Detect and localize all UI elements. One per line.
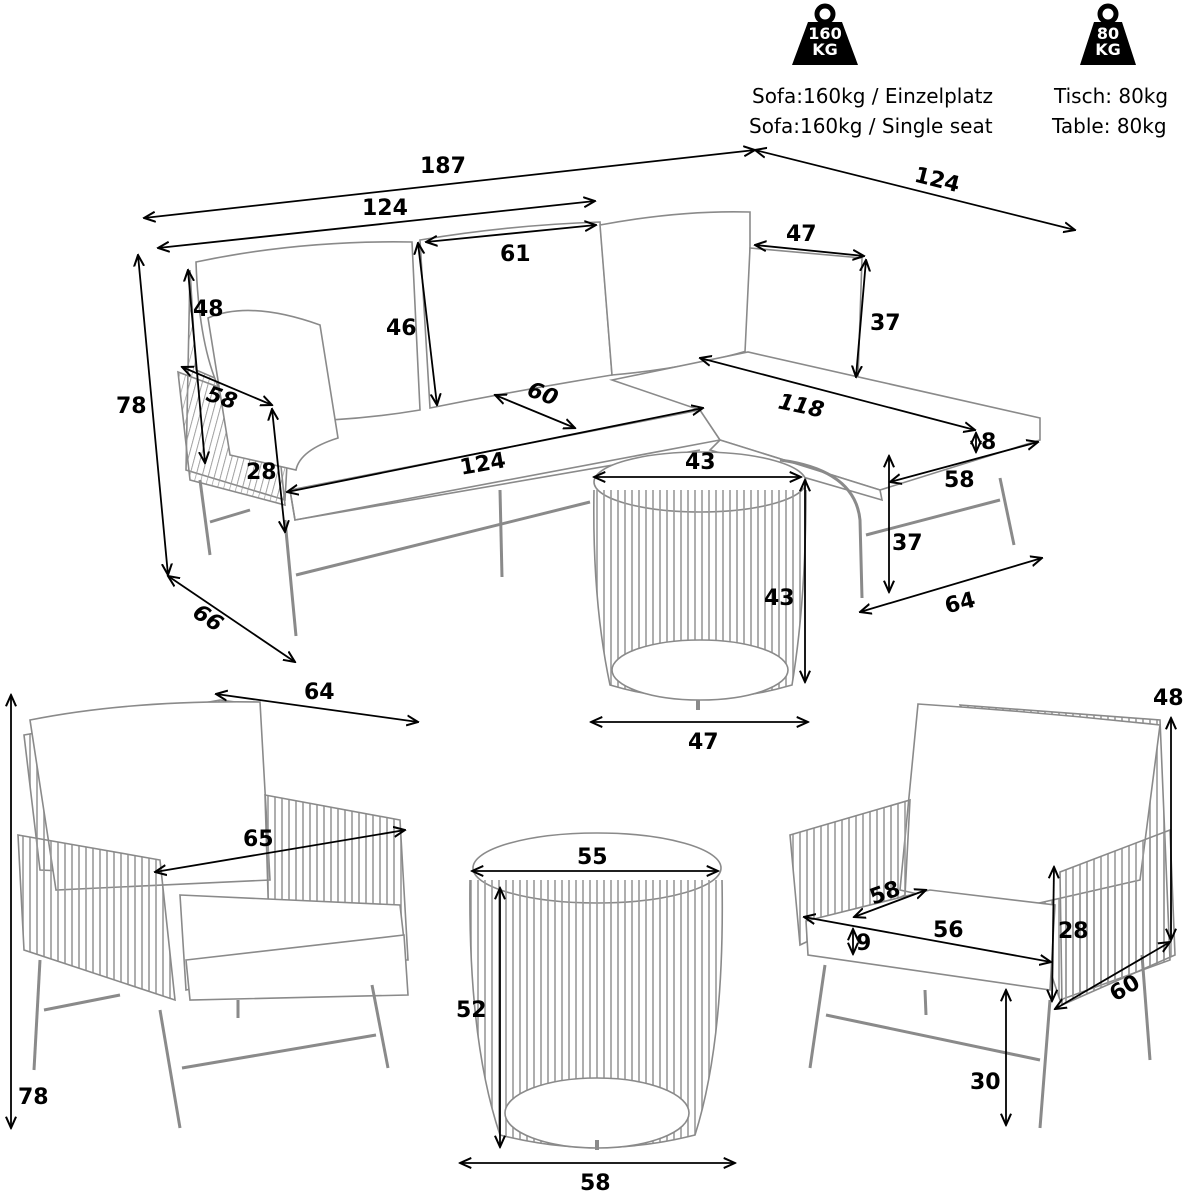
armchair-left-depth-label: 64 xyxy=(304,680,335,705)
sofa-back-cushion-width-label: 61 xyxy=(500,242,531,267)
large-table-base-diameter-label: 58 xyxy=(580,1171,611,1196)
small-table-sketch xyxy=(593,451,807,710)
chaise-cushion-thickness-label: 8 xyxy=(981,430,997,455)
sofa-capacity-de: Sofa:160kg / Einzelplatz xyxy=(752,84,993,108)
small-table-top-diameter-label: 43 xyxy=(685,450,716,475)
dimension-lines xyxy=(11,150,1171,1163)
armchair-right-armrest-height-label: 28 xyxy=(1058,919,1089,944)
sofa-side-cushion-height-label: 48 xyxy=(193,297,224,322)
large-table-sketch xyxy=(469,832,724,1150)
sofa-loveseat-length-label: 124 xyxy=(362,196,408,221)
table-capacity-en: Table: 80kg xyxy=(1052,114,1167,138)
armchair-left-sketch xyxy=(17,699,409,1129)
large-table-top-diameter-label: 55 xyxy=(577,845,608,870)
chaise-cushion-width-label: 47 xyxy=(786,222,817,247)
small-table-base-diameter-label: 47 xyxy=(688,730,719,755)
small-table-height-label: 43 xyxy=(764,586,795,611)
table-capacity-de: Tisch: 80kg xyxy=(1054,84,1169,108)
table-weight-badge: 80 KG xyxy=(1073,0,1143,68)
sofa-weight-badge: 160 KG xyxy=(790,0,860,68)
sofa-total-height-label: 78 xyxy=(116,394,147,419)
chaise-seat-width-label: 58 xyxy=(944,468,975,493)
large-table-height-label: 52 xyxy=(456,998,487,1023)
chaise-seat-height-label: 37 xyxy=(892,531,923,556)
sofa-armrest-height-label: 28 xyxy=(246,460,277,485)
table-weight-value: 80 KG xyxy=(1095,24,1121,59)
weight-icon xyxy=(1080,3,1136,65)
armchair-left-height-label: 78 xyxy=(18,1085,49,1110)
armchair-right-sketch xyxy=(789,703,1176,1129)
armchair-right-seat-height-label: 30 xyxy=(970,1070,1001,1095)
armchair-right-cushion-thickness-label: 9 xyxy=(856,931,872,956)
sofa-total-length-label: 187 xyxy=(420,154,466,179)
sofa-capacity-en: Sofa:160kg / Single seat xyxy=(749,114,993,138)
sofa-back-cushion-height-label: 46 xyxy=(386,316,417,341)
chaise-cushion-height-label: 37 xyxy=(870,311,901,336)
armchair-right-seat-width-label: 56 xyxy=(933,918,964,943)
armchair-right-cushion-height-label: 48 xyxy=(1153,686,1184,711)
sofa-weight-value: 160 KG xyxy=(808,24,842,59)
weight-icon xyxy=(792,3,858,65)
armchair-left-width-label: 65 xyxy=(243,827,274,852)
